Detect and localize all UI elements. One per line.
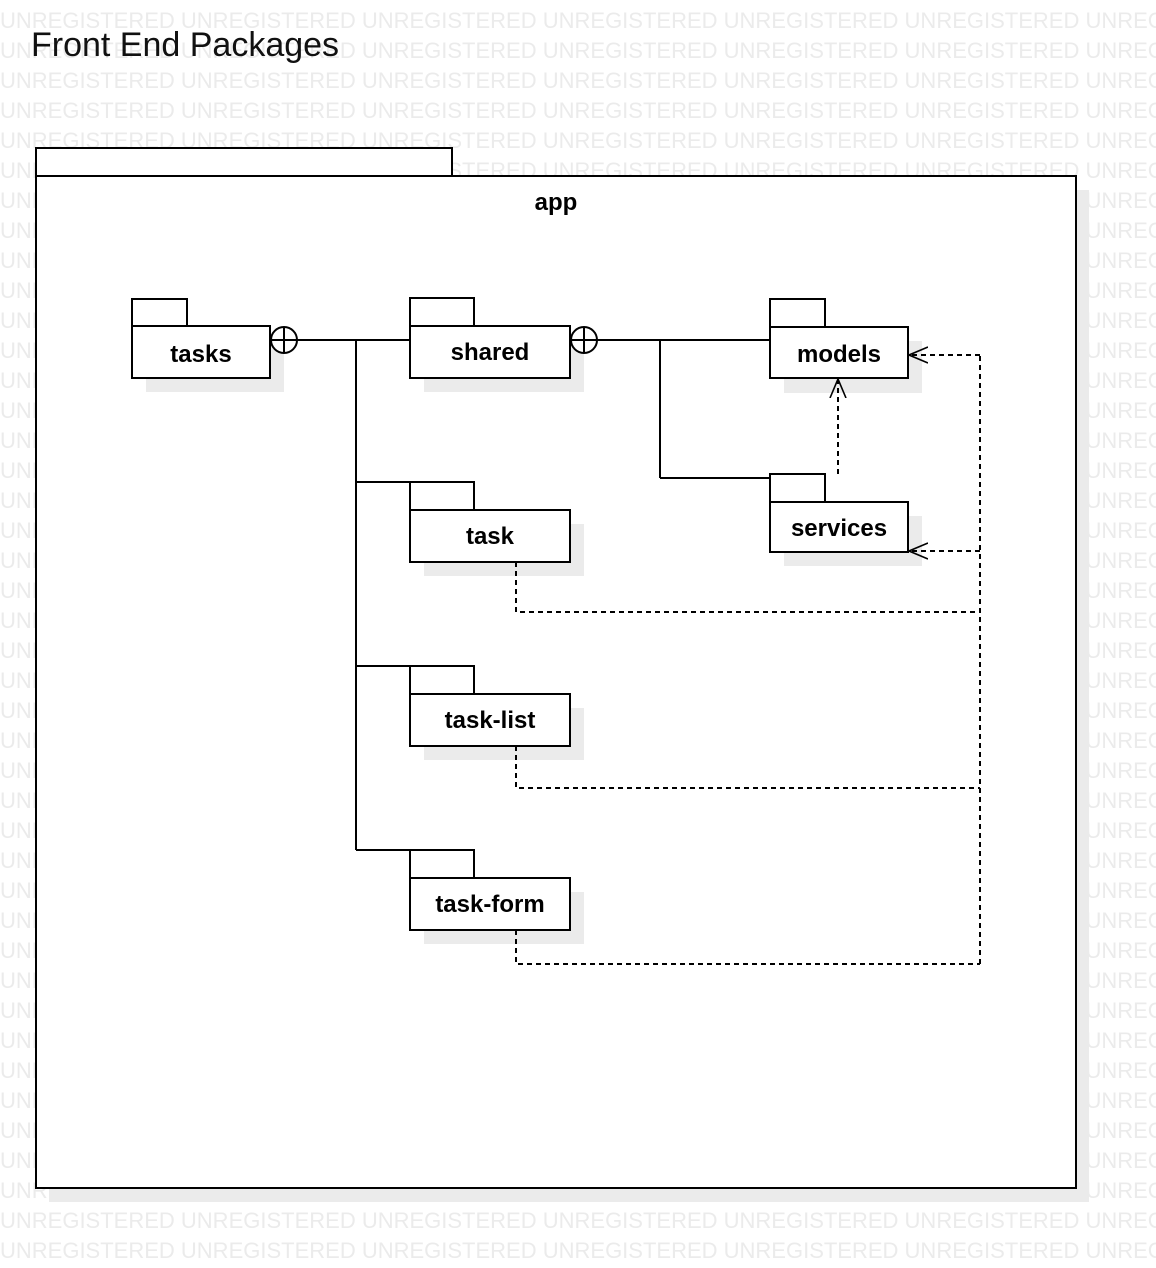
package-shared-tab xyxy=(409,297,475,327)
dependency-task-form-line xyxy=(515,930,980,965)
dependency-task-list-line xyxy=(515,746,980,789)
watermark-row: UNREGISTERED UNREGISTERED UNREGISTERED U… xyxy=(0,98,1156,123)
package-task-form-label: task-form xyxy=(435,891,544,918)
package-task-list[interactable]: task-list xyxy=(409,665,584,760)
package-models-tab xyxy=(769,298,826,328)
package-task-form[interactable]: task-form xyxy=(409,849,584,944)
package-models-body xyxy=(769,326,909,379)
diagram-title: Front End Packages xyxy=(31,26,340,64)
watermark-row: UNREGISTERED UNREGISTERED UNREGISTERED U… xyxy=(0,68,1156,93)
package-task[interactable]: task xyxy=(409,481,584,576)
app-container-label: app xyxy=(535,189,578,216)
package-task-label: task xyxy=(466,523,515,550)
app-container-body-shadow xyxy=(1077,190,1089,1202)
package-services[interactable]: services xyxy=(769,473,922,566)
package-task-list-body xyxy=(409,693,571,747)
package-task-list-tab xyxy=(409,665,475,695)
package-models[interactable]: models xyxy=(769,298,922,393)
package-tasks-tab xyxy=(131,298,188,327)
watermark-row: UNREGISTERED UNREGISTERED UNREGISTERED U… xyxy=(0,1208,1156,1233)
package-models-label: models xyxy=(797,341,881,368)
package-task-list-label: task-list xyxy=(445,707,536,734)
package-services-label: services xyxy=(791,515,887,542)
package-tasks-label: tasks xyxy=(170,341,231,368)
app-container-bottom-shadow xyxy=(49,1189,1089,1202)
package-shared-body xyxy=(409,325,571,379)
app-container-package[interactable]: app xyxy=(35,147,1089,1202)
package-task-tab xyxy=(409,481,475,511)
package-shared-label: shared xyxy=(451,339,530,366)
package-shared[interactable]: shared xyxy=(409,297,584,392)
app-container-tab xyxy=(35,147,453,177)
watermark-row: UNREGISTERED UNREGISTERED UNREGISTERED U… xyxy=(0,38,1156,63)
containment-shared-connector[interactable] xyxy=(570,326,770,479)
package-tasks[interactable]: tasks xyxy=(131,298,284,392)
package-task-form-tab xyxy=(409,849,475,879)
package-services-body xyxy=(769,501,909,553)
package-tasks-body xyxy=(131,325,271,379)
containment-tasks-connector[interactable] xyxy=(270,326,410,851)
package-task-form-body xyxy=(409,877,571,931)
watermark-row: UNREGISTERED UNREGISTERED UNREGISTERED U… xyxy=(0,1238,1156,1263)
dependency-lines[interactable] xyxy=(515,355,981,965)
dependency-task-line xyxy=(515,562,980,613)
package-services-tab xyxy=(769,473,826,503)
watermark-row: UNREGISTERED UNREGISTERED UNREGISTERED U… xyxy=(0,8,1156,33)
package-task-body xyxy=(409,509,571,563)
